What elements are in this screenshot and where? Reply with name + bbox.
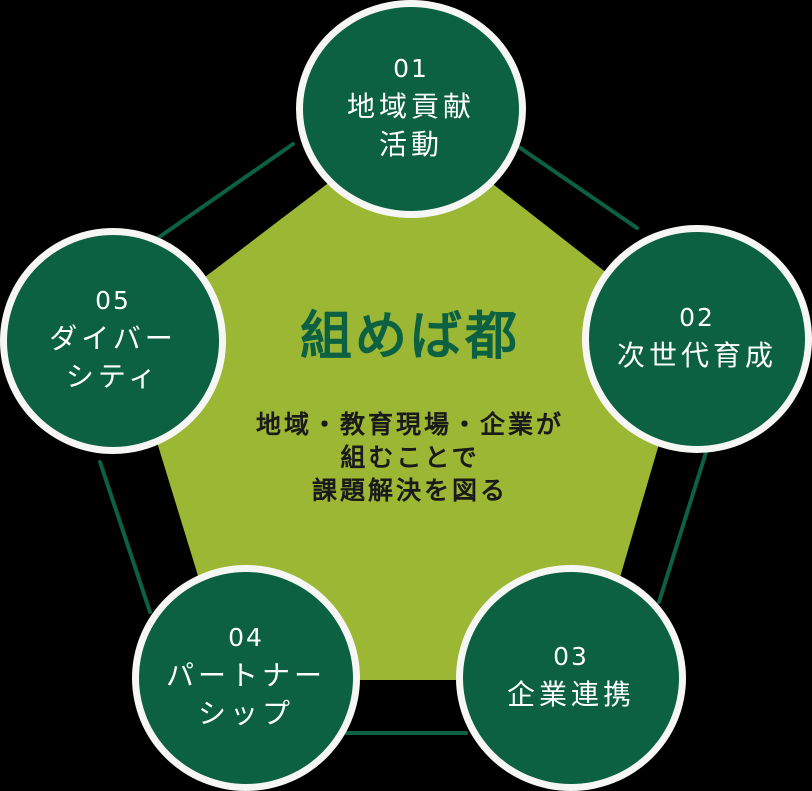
node-label: ダイバー シティ bbox=[49, 322, 177, 393]
node-01-community-contribution: 01 地域貢献 活動 bbox=[296, 0, 526, 218]
node-label: 地域貢献 活動 bbox=[346, 90, 475, 161]
node-03-corporate-partnership: 03 企業連携 bbox=[456, 565, 686, 791]
center-description: 地域・教育現場・企業が 組むことで 課題解決を図る bbox=[255, 410, 564, 506]
node-number: 01 bbox=[393, 54, 429, 84]
center-pentagon bbox=[125, 120, 690, 680]
node-05-diversity: 05 ダイバー シティ bbox=[0, 228, 226, 454]
node-label: 次世代育成 bbox=[616, 339, 777, 373]
node-number: 03 bbox=[553, 642, 589, 672]
brand-title: 組めば都 bbox=[299, 307, 520, 367]
connector-04-05 bbox=[98, 460, 152, 614]
node-number: 02 bbox=[679, 303, 715, 333]
center-content: 組めば都 地域・教育現場・企業が 組むことで 課題解決を図る bbox=[200, 300, 620, 507]
connector-02-03 bbox=[657, 444, 710, 604]
node-label: パートナー シップ bbox=[165, 659, 326, 730]
node-02-next-generation: 02 次世代育成 bbox=[582, 225, 812, 453]
node-label: 企業連携 bbox=[506, 678, 635, 712]
connector-01-05 bbox=[153, 142, 295, 242]
connector-01-02 bbox=[514, 143, 639, 230]
node-number: 04 bbox=[228, 623, 264, 653]
node-number: 05 bbox=[95, 286, 131, 316]
node-04-partnership: 04 パートナー シップ bbox=[132, 565, 360, 791]
connector-lines bbox=[98, 142, 710, 735]
